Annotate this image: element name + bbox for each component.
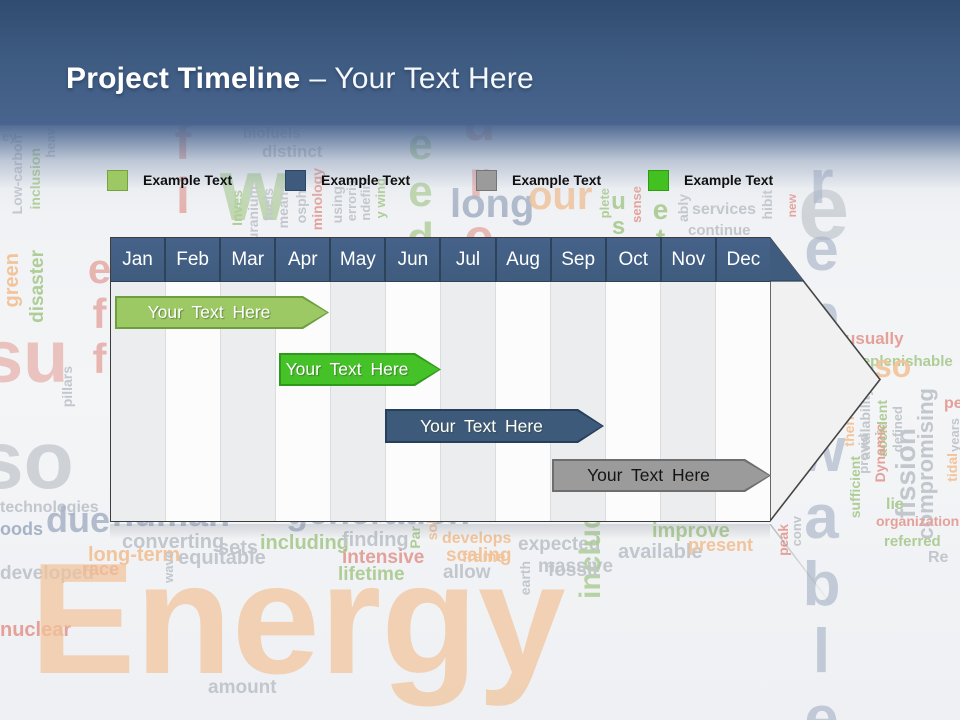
background-word: lifetime [338, 564, 405, 585]
timeline-bar[interactable]: Your Text Here [115, 296, 329, 329]
grid-column [441, 282, 496, 521]
timeline-bar-fill [117, 298, 327, 327]
background-word: amount [208, 677, 277, 698]
slide-title[interactable]: Project Timeline– Your Text Here [66, 62, 534, 96]
month-cell: Jan [122, 249, 153, 270]
background-word: equitable [178, 547, 266, 569]
background-word: earth [517, 561, 533, 596]
legend-swatch [476, 169, 497, 191]
background-word: su [0, 315, 69, 398]
grid-column [331, 282, 386, 521]
timeline-bar-label: Your Text Here [147, 302, 271, 322]
background-word: disaster [27, 250, 48, 323]
legend-swatch [107, 169, 128, 191]
background-word: improve [652, 521, 730, 541]
background-word: pe [944, 395, 960, 412]
background-word: wave [161, 551, 176, 583]
month-cell: Aug [494, 238, 550, 281]
background-word: converting [122, 531, 225, 553]
timeline-bar-label: Your Text Here [587, 465, 710, 485]
timeline-arrow-head [770, 237, 882, 522]
timeline-arrow-reflection [770, 524, 835, 609]
background-word: lie [886, 496, 904, 513]
legend-label: Example Text [512, 172, 602, 188]
background-word: due [46, 499, 111, 540]
background-word: organization [876, 513, 960, 529]
timeline-bar-label: Your Text Here [285, 359, 409, 379]
background-word: nuclear [0, 619, 72, 641]
timeline-bar-fill [554, 461, 769, 490]
background-word: developed [0, 563, 94, 584]
background-word: tidal [944, 453, 960, 482]
background-word: replenishable [856, 353, 953, 370]
month-cell: Dec [714, 238, 770, 281]
legend-swatch [285, 169, 306, 191]
background-word: develops [442, 531, 511, 547]
background-word: Energy [30, 531, 566, 707]
background-word: present [688, 535, 754, 555]
grid-column [386, 282, 441, 521]
month-cell: Sep [549, 238, 605, 281]
background-word: massive [538, 556, 614, 577]
background-word: continue [688, 222, 751, 239]
month-cell: Mar [219, 238, 274, 281]
legend-swatch [648, 169, 669, 191]
background-word: referred [884, 533, 941, 550]
background-word: oods [0, 519, 43, 539]
timeline-bar-label: Your Text Here [420, 415, 543, 436]
timeline-bar-fill [281, 355, 439, 384]
background-word: usually [845, 329, 904, 348]
background-word: available [618, 541, 703, 563]
month-cell: Nov [659, 238, 715, 281]
arrow-head-body [770, 237, 882, 522]
timeline-bar[interactable]: Your Text Here [385, 409, 604, 443]
legend-label: Example Text [143, 172, 233, 188]
header-band [0, 0, 960, 125]
background-word: sets [218, 537, 259, 559]
legend-item[interactable]: Example Text [648, 167, 773, 193]
background-word: Re [928, 549, 949, 566]
slide-title-emphasis: Project Timeline [66, 62, 301, 95]
month-cell: May [329, 238, 384, 281]
background-word: so [874, 348, 912, 384]
background-word: green [1, 253, 23, 308]
background-word: so [0, 415, 74, 506]
background-word: frame [462, 549, 506, 566]
grid-column [496, 282, 551, 521]
arrow-head-band [770, 238, 804, 281]
background-word: scaling [446, 545, 512, 566]
month-cell: Feb [164, 238, 219, 281]
slide-title-rest: – Your Text Here [309, 62, 534, 95]
legend-label: Example Text [684, 172, 774, 188]
background-word: expected [518, 534, 601, 555]
timeline-bar-fill [387, 411, 602, 441]
month-cell: Oct [604, 238, 660, 281]
background-word: race [82, 559, 120, 579]
timeline-bar[interactable]: Your Text Here [279, 353, 441, 386]
background-word: allow [443, 562, 491, 583]
background-word: fossil [548, 560, 598, 581]
background-word: years [947, 418, 960, 452]
month-cell: Apr [274, 238, 329, 281]
background-word: including [260, 532, 349, 554]
background-word: technologies [0, 499, 99, 516]
legend-item[interactable]: Example Text [107, 167, 232, 193]
legend-item[interactable]: Example Text [476, 167, 601, 193]
legend-label: Example Text [321, 172, 411, 188]
timeline-bar[interactable]: Your Text Here [552, 459, 771, 492]
background-word: finding [342, 529, 409, 551]
legend-item[interactable]: Example Text [285, 167, 410, 193]
background-word: long-term [88, 544, 181, 566]
month-cell: Jun [384, 238, 439, 281]
month-cell: Jul [439, 238, 494, 281]
timeline-reflection [110, 524, 770, 540]
background-word: intensive [342, 547, 425, 568]
